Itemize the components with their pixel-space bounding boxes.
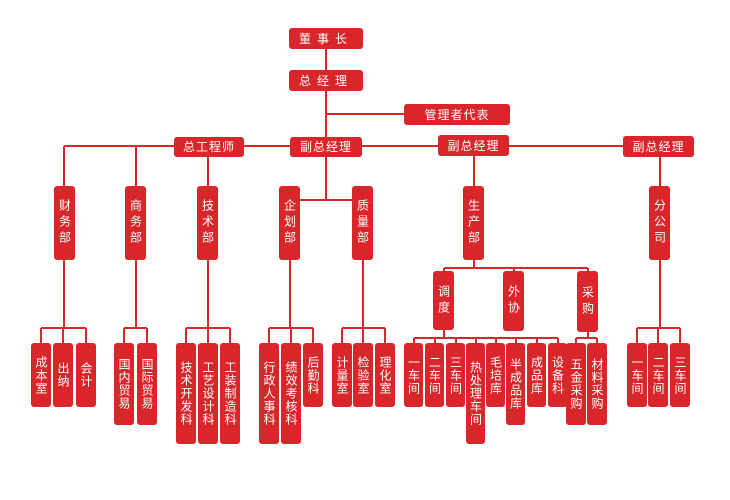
- quality-dept-box: 质量部: [352, 186, 373, 260]
- metrology-box: 计量室: [332, 343, 352, 407]
- workshop-1-box: 一车间: [404, 343, 423, 407]
- chief-engineer-box: 总工程师: [174, 137, 244, 157]
- technology-dept-box: 技术部: [197, 186, 218, 260]
- branch-company-box: 分公司: [649, 186, 670, 260]
- outsourcing-box: 外协: [503, 271, 524, 331]
- branch-workshop-2-box: 二车间: [648, 343, 668, 407]
- tooling-box: 工装制造科: [220, 343, 240, 444]
- tech-dev-box: 技术开发科: [176, 343, 196, 444]
- equipment-box: 设备科: [548, 343, 567, 407]
- blank-store-box: 毛培库: [486, 343, 505, 407]
- deputy-gm-box: 副总经理: [290, 137, 362, 157]
- intl-trade-box: 国际贸易: [137, 343, 157, 425]
- semi-finished-store-box: 半成品库: [506, 343, 525, 425]
- workshop-3-box: 三车间: [446, 343, 465, 407]
- workshop-2-box: 二车间: [425, 343, 444, 407]
- branch-workshop-3-box: 三车间: [670, 343, 690, 407]
- production-dept-box: 生产部: [463, 186, 484, 260]
- commerce-dept-box: 商务部: [125, 186, 146, 260]
- logistics-box: 后勤科: [303, 343, 323, 407]
- deputy-gm-box: 副总经理: [623, 136, 694, 157]
- planning-dept-box: 企划部: [279, 186, 300, 260]
- deputy-gm-box: 副总经理: [438, 135, 509, 156]
- hardware-procurement-box: 五金采购: [566, 343, 586, 425]
- heat-treatment-workshop-box: 热处理车间: [466, 343, 485, 444]
- finance-dept-box: 财务部: [54, 186, 75, 260]
- dispatch-box: 调度: [433, 271, 454, 330]
- cost-office-box: 成本室: [31, 343, 51, 407]
- chairman-box: 董事长: [289, 28, 363, 49]
- domestic-trade-box: 国内贸易: [114, 343, 134, 425]
- finished-store-box: 成品库: [527, 343, 546, 407]
- performance-box: 绩效考核科: [281, 343, 301, 444]
- material-procurement-box: 材料采购: [587, 343, 607, 425]
- general-manager-box: 总经理: [289, 70, 363, 91]
- management-rep-box: 管理者代表: [404, 104, 510, 125]
- inspection-box: 检验室: [353, 343, 373, 407]
- procurement-box: 采购: [577, 271, 598, 332]
- process-design-box: 工艺设计科: [198, 343, 218, 444]
- chem-lab-box: 理化室: [375, 343, 395, 407]
- accounting-box: 会计: [76, 343, 96, 407]
- admin-hr-box: 行政人事科: [259, 343, 279, 444]
- branch-workshop-1-box: 一车间: [627, 343, 647, 407]
- cashier-box: 出纳: [53, 343, 73, 407]
